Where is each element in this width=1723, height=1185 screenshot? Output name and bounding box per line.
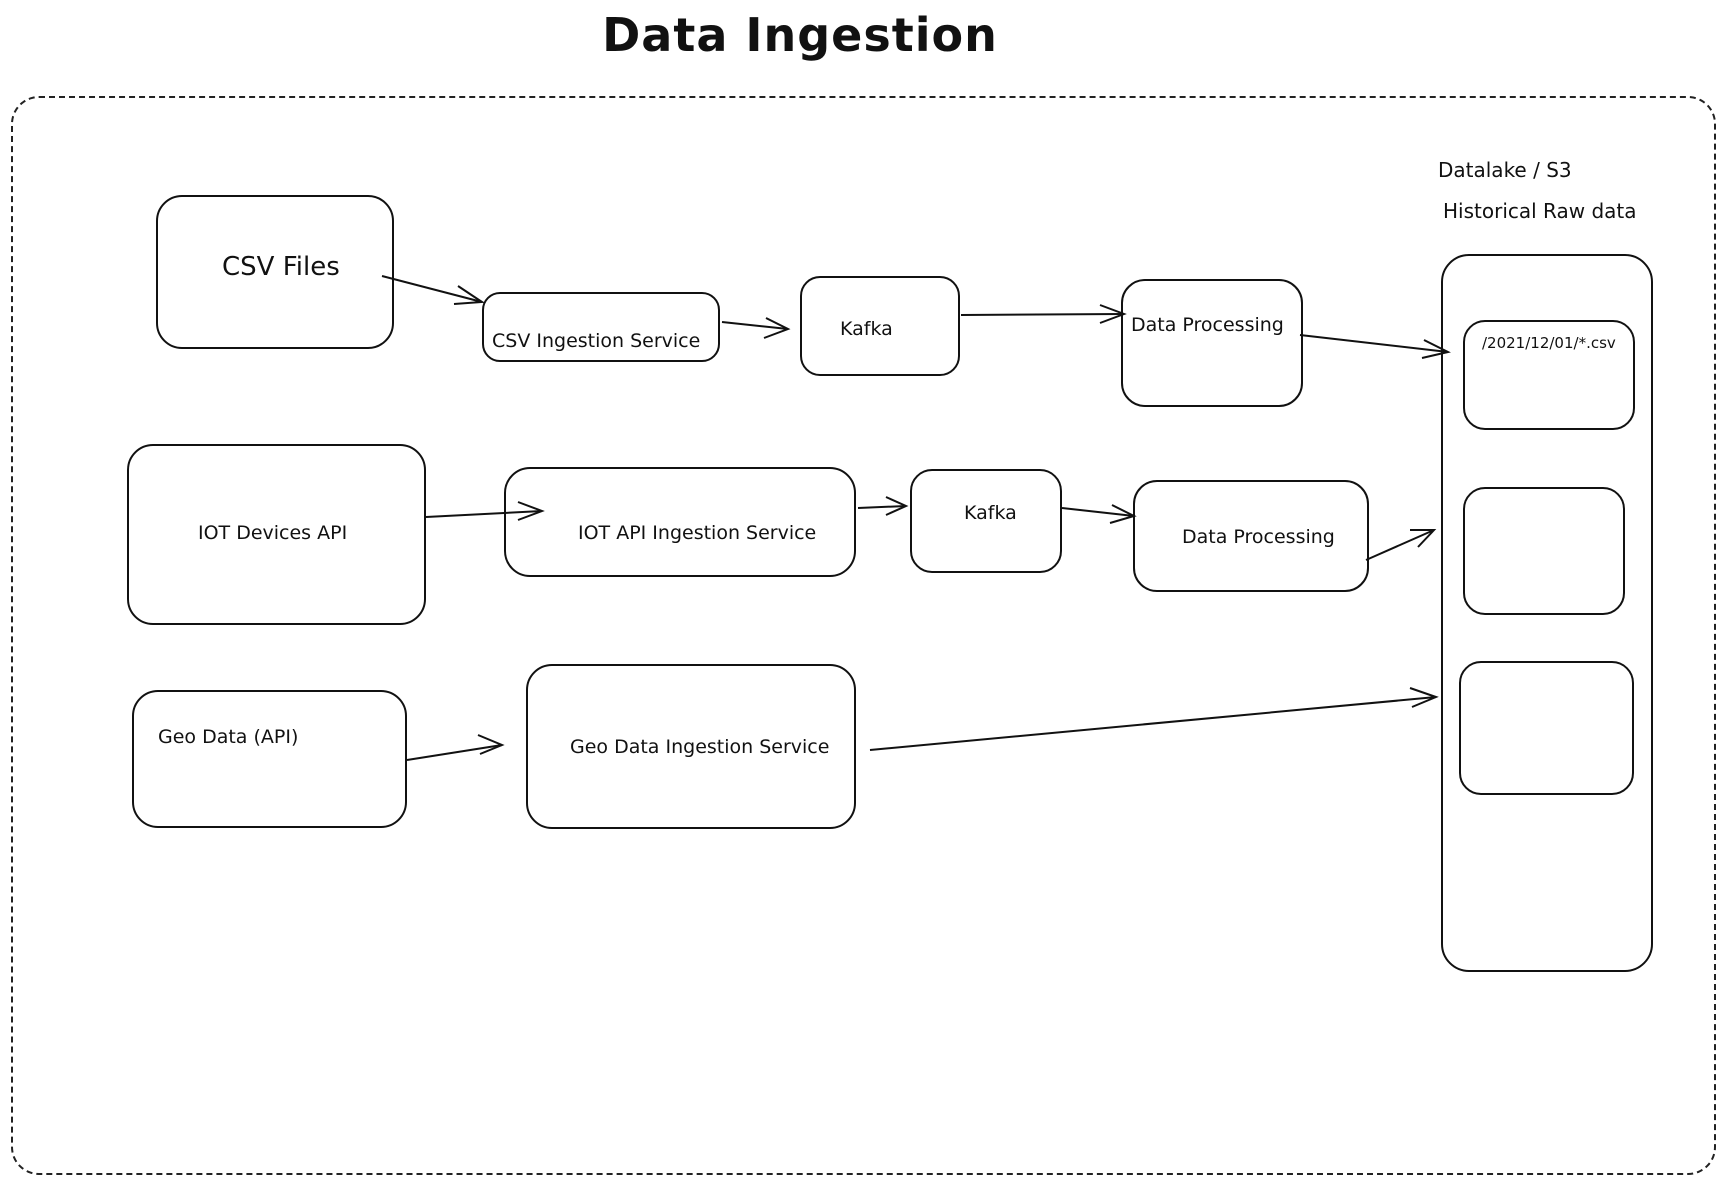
diagram-title: Data Ingestion xyxy=(602,8,998,62)
csv-ingestion-service-box xyxy=(482,292,720,362)
csv-data-processing-box xyxy=(1121,279,1303,407)
geo-data-api-box xyxy=(132,690,407,828)
datalake-slot-path: /2021/12/01/*.csv xyxy=(1482,334,1616,352)
csv-kafka-label: Kafka xyxy=(840,318,893,340)
csv-kafka-box xyxy=(800,276,960,376)
datalake-container xyxy=(1441,254,1653,972)
csv-files-label: CSV Files xyxy=(222,252,340,282)
csv-ingestion-service-label: CSV Ingestion Service xyxy=(492,330,701,352)
datalake-slot-2 xyxy=(1463,487,1625,615)
geo-ingestion-service-box xyxy=(526,664,856,829)
diagram-frame xyxy=(11,96,1716,1175)
iot-data-processing-label: Data Processing xyxy=(1182,526,1335,548)
iot-ingestion-service-box xyxy=(504,467,856,577)
csv-data-processing-label: Data Processing xyxy=(1131,314,1284,336)
geo-data-api-label: Geo Data (API) xyxy=(158,726,299,748)
datalake-sublabel: Historical Raw data xyxy=(1443,199,1637,223)
iot-devices-api-box xyxy=(127,444,426,625)
datalake-slot-3 xyxy=(1459,661,1634,795)
iot-devices-api-label: IOT Devices API xyxy=(198,522,348,544)
iot-ingestion-service-label: IOT API Ingestion Service xyxy=(578,522,817,544)
datalake-slot-1 xyxy=(1463,320,1635,430)
datalake-label: Datalake / S3 xyxy=(1438,158,1572,182)
iot-kafka-box xyxy=(910,469,1062,573)
geo-ingestion-service-label: Geo Data Ingestion Service xyxy=(570,736,830,758)
iot-kafka-label: Kafka xyxy=(964,502,1017,524)
csv-files-box xyxy=(156,195,394,349)
